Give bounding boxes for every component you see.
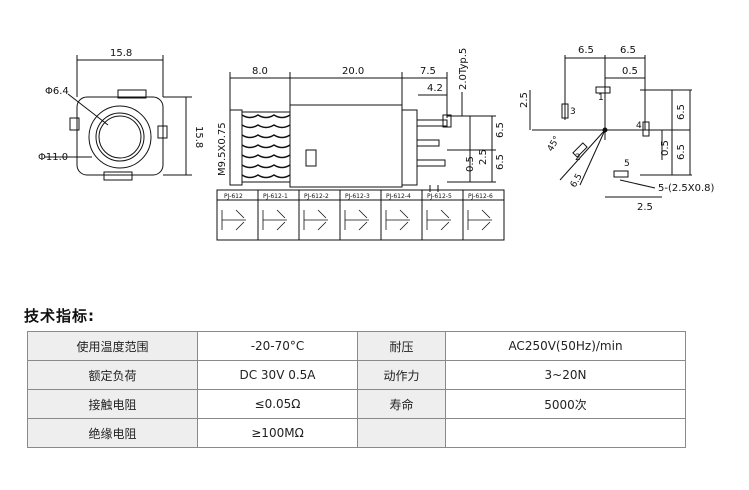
outer-diameter-label: Φ11.0 (38, 152, 68, 163)
thread-label: M9.5X0.75 (217, 122, 228, 176)
variant-4: PJ-612-4 (386, 193, 411, 200)
fp-small: 0.5 (622, 66, 638, 77)
table-row: 接触电阻 ≤0.05Ω 寿命 5000次 (27, 389, 686, 419)
fp-pin-5: 5 (624, 159, 630, 169)
variant-1: PJ-612-1 (263, 193, 288, 200)
spec-key (357, 418, 446, 448)
spec-value: ≤0.05Ω (197, 389, 358, 419)
spec-key: 耐压 (357, 331, 446, 361)
spec-value: -20-70°C (197, 331, 358, 361)
variant-2: PJ-612-2 (304, 193, 329, 200)
fp-pin-1: 1 (598, 93, 604, 103)
pcb-footprint (529, 55, 692, 198)
spec-key: 动作力 (357, 360, 446, 390)
fp-bottom: 2.5 (637, 202, 653, 213)
spec-value (445, 418, 686, 448)
spec-key: 绝缘电阻 (27, 418, 198, 448)
fp-pin-3: 3 (570, 107, 576, 117)
spec-value: ≥100MΩ (197, 418, 358, 448)
side-dim-8: 8.0 (252, 66, 268, 77)
table-row: 使用温度范围 -20-70°C 耐压 AC250V(50Hz)/min (27, 331, 686, 361)
spec-key: 额定负荷 (27, 360, 198, 390)
side-dim-right-1: 6.5 (495, 122, 506, 138)
side-dim-7-5: 7.5 (420, 66, 436, 77)
variant-6: PJ-612-6 (468, 193, 493, 200)
side-dim-right-3: 6.5 (495, 154, 506, 170)
spec-value: AC250V(50Hz)/min (445, 331, 686, 361)
spec-table: 使用温度范围 -20-70°C 耐压 AC250V(50Hz)/min 额定负荷… (27, 331, 686, 448)
fp-right-2: 6.5 (676, 144, 687, 160)
variant-3: PJ-612-3 (345, 193, 370, 200)
spec-heading: 技术指标: (24, 307, 95, 325)
side-dim-right-2: 2.5 (478, 149, 489, 165)
fp-top-left: 6.5 (578, 45, 594, 56)
variant-0: PJ-612 (224, 193, 243, 200)
variant-5: PJ-612-5 (427, 193, 452, 200)
fp-pin-2: 2 (575, 153, 581, 163)
fp-pin-label: 5-(2.5X0.8) (658, 183, 715, 194)
side-dim-small: 0.5 (465, 156, 476, 172)
fp-top-right: 6.5 (620, 45, 636, 56)
side-view (229, 72, 496, 192)
front-height-dim: 15.8 (193, 126, 204, 148)
spec-key: 寿命 (357, 389, 446, 419)
side-dim-20: 20.0 (342, 66, 364, 77)
spec-key: 使用温度范围 (27, 331, 198, 361)
side-dim-4-2: 4.2 (427, 83, 443, 94)
spec-key: 接触电阻 (27, 389, 198, 419)
front-view (45, 55, 192, 181)
variant-strip (216, 189, 505, 241)
table-row: 额定负荷 DC 30V 0.5A 动作力 3~20N (27, 360, 686, 390)
inner-diameter-label: Φ6.4 (45, 86, 69, 97)
fp-left: 2.5 (519, 92, 530, 108)
front-width-dim: 15.8 (110, 48, 132, 59)
spec-value: 3~20N (445, 360, 686, 390)
fp-diag-len: 6.5 (569, 172, 585, 189)
fp-mid: 0.5 (660, 140, 671, 156)
fp-diag-angle: 45° (546, 135, 563, 154)
spec-value: 5000次 (445, 389, 686, 419)
side-dim-typ: 2.0Typ.5 (458, 48, 469, 90)
fp-pin-4: 4 (636, 121, 642, 131)
table-row: 绝缘电阻 ≥100MΩ (27, 418, 686, 448)
spec-value: DC 30V 0.5A (197, 360, 358, 390)
fp-right-1: 6.5 (676, 104, 687, 120)
technical-drawing: 15.8 15.8 Φ6.4 Φ11.0 (38, 45, 715, 241)
